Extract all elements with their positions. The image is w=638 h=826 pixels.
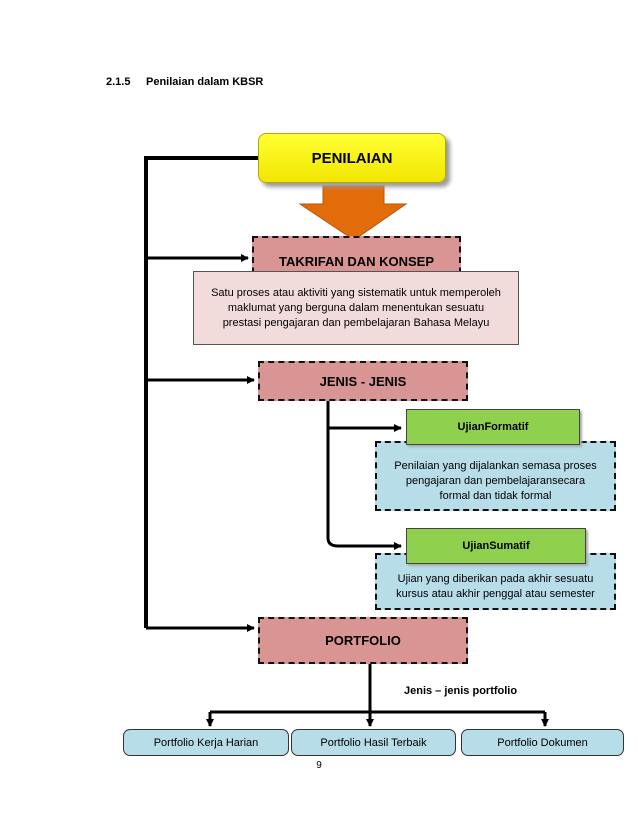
- sumatif-desc-line: Ujian yang diberikan pada akhir sesuatu: [397, 572, 594, 585]
- section-title: Penilaian dalam KBSR: [146, 76, 264, 88]
- formatif-description: Penilaian yang dijalankan semasa proses …: [375, 441, 616, 511]
- portfolio-box: PORTFOLIO: [258, 617, 468, 664]
- page-number: 9: [316, 760, 322, 771]
- formatif-desc-line: formal dan tidak formal: [439, 489, 552, 502]
- takrifan-label: TAKRIFAN DAN KONSEP: [278, 254, 435, 269]
- takrifan-desc-line: prestasi pengajaran dan pembelajaran Bah…: [222, 316, 490, 329]
- formatif-desc-line: pengajaran dan pembelajaransecara: [405, 474, 586, 487]
- portfolio-type-label: Portfolio Dokumen: [497, 736, 588, 749]
- ujian-sumatif-label: UjianSumatif: [462, 540, 530, 552]
- takrifan-desc-line: Satu proses atau aktiviti yang sistemati…: [211, 286, 501, 299]
- portfolio-type-box: Portfolio Hasil Terbaik: [291, 729, 456, 756]
- arrow-to-sumatif: [326, 537, 402, 550]
- penilaian-label: PENILAIAN: [311, 149, 393, 167]
- portfolio-type-label: Portfolio Kerja Harian: [153, 736, 259, 749]
- jenis-label: JENIS - JENIS: [319, 373, 407, 389]
- ujian-formatif-label: UjianFormatif: [457, 421, 529, 433]
- section-number: 2.1.5: [106, 76, 131, 88]
- ujian-formatif-box: UjianFormatif: [406, 409, 580, 445]
- jenis-box: JENIS - JENIS: [258, 361, 468, 401]
- takrifan-description: Satu proses atau aktiviti yang sistemati…: [193, 271, 519, 345]
- section-heading: 2.1.5 Penilaian dalam KBSR: [106, 76, 263, 88]
- jenis-portfolio-label: Jenis – jenis portfolio: [404, 685, 518, 697]
- main-bracket-line: [144, 156, 258, 628]
- down-arrow-shape: [298, 185, 408, 241]
- takrifan-desc-line: maklumat yang berguna dalam menentukan s…: [227, 301, 485, 314]
- portfolio-type-box: Portfolio Dokumen: [461, 729, 624, 756]
- portfolio-label: PORTFOLIO: [325, 633, 401, 648]
- ujian-sumatif-box: UjianSumatif: [406, 528, 586, 564]
- portfolio-type-box: Portfolio Kerja Harian: [123, 729, 289, 756]
- portfolio-type-label: Portfolio Hasil Terbaik: [320, 736, 427, 749]
- penilaian-box: PENILAIAN: [258, 133, 446, 183]
- sumatif-desc-line: kursus atau akhir penggal atau semester: [396, 587, 595, 600]
- formatif-desc-line: Penilaian yang dijalankan semasa proses: [394, 459, 597, 472]
